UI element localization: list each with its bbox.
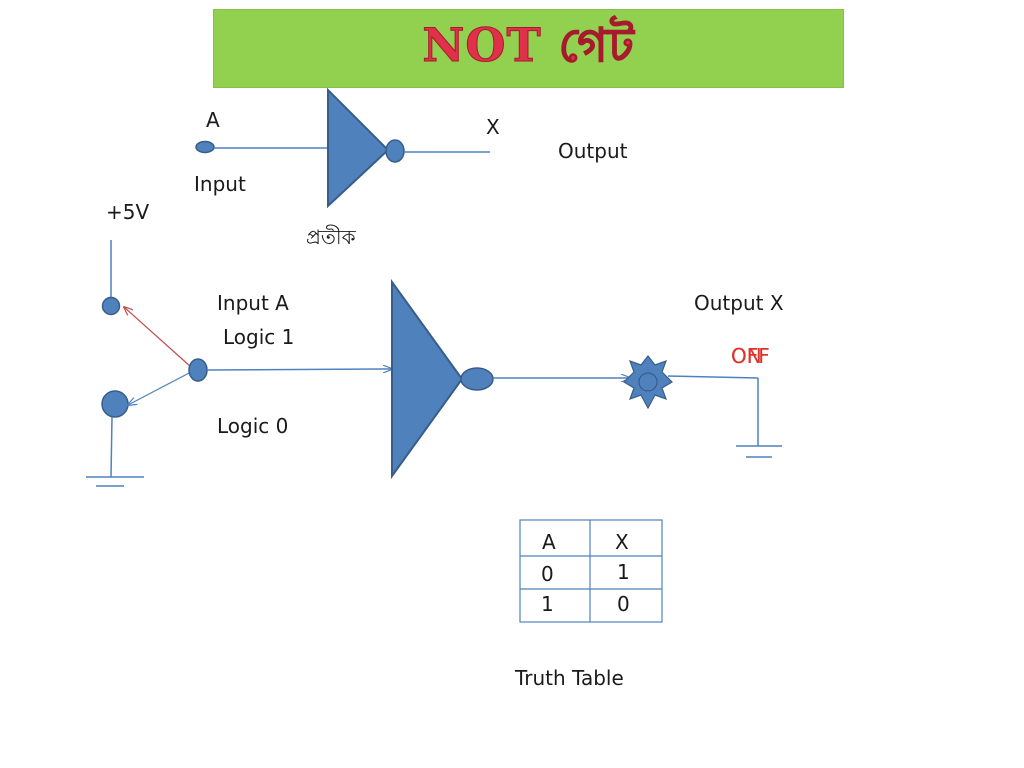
truth-table-header-x: X (615, 530, 629, 554)
lamp-center (638, 372, 658, 392)
switch-arm-to-supply (124, 307, 192, 368)
symbol-output-label: Output (558, 139, 628, 163)
truth-table-caption: Truth Table (514, 666, 624, 690)
truth-table-cell: 0 (617, 592, 630, 616)
output-x-label: Output X (694, 291, 784, 315)
input-a-label: Input A (217, 291, 289, 315)
symbol-caption: প্রতীক (306, 225, 357, 249)
truth-table-cell: 1 (541, 592, 554, 616)
circuit-input-wire (206, 369, 392, 370)
page-title: NOT গেট (422, 17, 635, 72)
switch-arm-to-ground (128, 371, 192, 405)
truth-table-cell: 0 (541, 562, 554, 586)
truth-table: A X 0 1 1 0 Truth Table (514, 519, 663, 690)
symbol-output-name: X (486, 115, 500, 139)
circuit-gate-triangle (391, 278, 464, 480)
title-banner: NOT গেট (213, 9, 844, 88)
supply-terminal (101, 296, 121, 316)
state-label-off: OFF (731, 344, 770, 368)
lamp-ground-wire-h (667, 375, 759, 379)
circuit-section: +5V Input A Logic 1 Logic 0 Output X ON … (86, 200, 784, 487)
output-lamp (623, 355, 673, 410)
ground-terminal (101, 390, 129, 418)
truth-table-header-a: A (542, 530, 556, 554)
logic-1-label: Logic 1 (223, 325, 294, 349)
input-ground-wire (110, 416, 113, 478)
symbol-inversion-bubble (385, 139, 405, 163)
symbol-input-terminal (195, 140, 215, 154)
symbol-gate-triangle (327, 87, 390, 209)
truth-table-border (519, 519, 663, 623)
circuit-inversion-bubble (460, 367, 494, 391)
truth-table-cell: 1 (617, 560, 630, 584)
symbol-input-label: Input (194, 172, 246, 196)
state-label-on: ON (731, 344, 762, 368)
switch-common-terminal (188, 358, 208, 382)
supply-voltage-label: +5V (106, 200, 149, 224)
logic-0-label: Logic 0 (217, 414, 288, 438)
symbol-input-name: A (206, 108, 220, 132)
symbol-section: A Input X Output প্রতীক (194, 87, 628, 249)
